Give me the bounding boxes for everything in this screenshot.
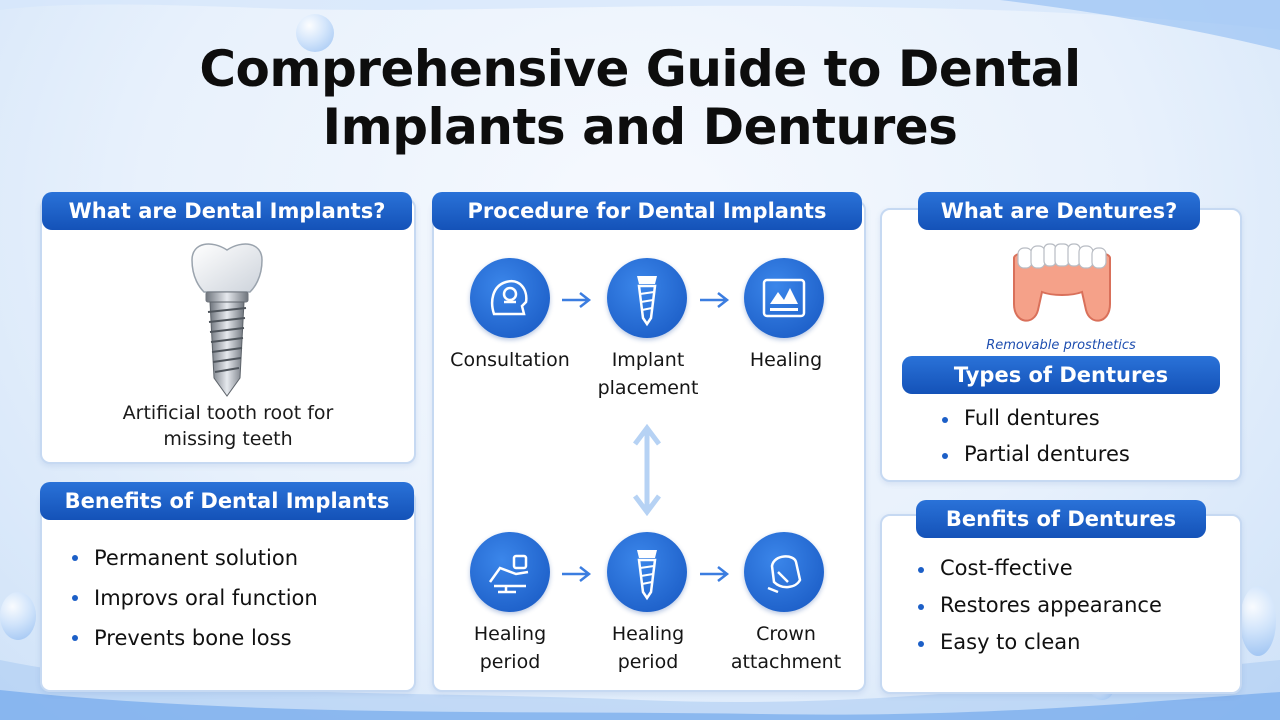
step-label-line-1: Healing: [749, 349, 823, 371]
dental-chair-icon: [470, 532, 550, 612]
implant-caption-line-2: missing teeth: [163, 428, 293, 450]
implant-benefits-card: Permanent solution Improvs oral function…: [40, 490, 416, 692]
denture-benefits-card: Cost-ffective Restores appearance Easy t…: [880, 514, 1242, 694]
denture-types-heading: Types of Dentures: [902, 356, 1220, 394]
step-label-line-1: Implant: [611, 349, 685, 371]
bubble-decoration: [296, 14, 334, 52]
page-title: Comprehensive Guide to Dental Implants a…: [0, 40, 1280, 156]
arrow-right-icon: [700, 566, 730, 582]
implants-card: Artificial tooth root for missing teeth: [40, 198, 416, 464]
dentures-heading: What are Dentures?: [918, 192, 1200, 230]
consultation-icon: [470, 258, 550, 338]
denture-types-list: Full dentures Partial dentures: [938, 400, 1130, 472]
dentures-note: Removable prosthetics: [986, 338, 1136, 353]
list-item: Partial dentures: [938, 436, 1130, 472]
bubble-decoration: [0, 592, 36, 640]
list-item: Improvs oral function: [68, 578, 318, 618]
bottom-wave-decoration: [0, 660, 1280, 720]
implants-heading: What are Dental Implants?: [42, 192, 412, 230]
implant-caption: Artificial tooth root for missing teeth: [62, 400, 394, 452]
xray-icon: [744, 258, 824, 338]
step-label-crown-attachment: Crown attachment: [716, 620, 856, 676]
step-label-line-2: period: [617, 651, 679, 673]
arrow-right-icon: [562, 566, 592, 582]
list-item: Restores appearance: [914, 587, 1162, 624]
denture-benefits-heading: Benfits of Dentures: [916, 500, 1206, 538]
step-label-implant-placement: Implant placement: [578, 346, 718, 402]
step-label-line-1: Consultation: [450, 349, 570, 371]
implant-benefits-heading: Benefits of Dental Implants: [40, 482, 414, 520]
step-label-healing-period: Healing period: [440, 620, 580, 676]
step-label-line-2: period: [479, 651, 541, 673]
step-label-line-1: Crown: [756, 623, 816, 645]
list-item: Easy to clean: [914, 624, 1162, 661]
step-label-line-1: Healing: [611, 623, 685, 645]
denture-illustration: [1013, 243, 1111, 322]
step-label-line-2: placement: [597, 377, 699, 399]
implant-benefits-list: Permanent solution Improvs oral function…: [68, 538, 318, 658]
vertical-double-arrow-icon: [633, 424, 661, 516]
list-item: Prevents bone loss: [68, 618, 318, 658]
bubble-decoration: [1240, 586, 1276, 656]
implant-screw-icon: [607, 532, 687, 612]
arrow-right-icon: [562, 292, 592, 308]
implant-caption-line-1: Artificial tooth root for: [122, 402, 334, 424]
crown-icon: [744, 532, 824, 612]
step-label-line-1: Healing: [473, 623, 547, 645]
top-wave-decoration: [0, 0, 1280, 50]
list-item: Permanent solution: [68, 538, 318, 578]
step-label-consultation: Consultation: [440, 346, 580, 374]
implant-screw-icon: [607, 258, 687, 338]
step-label-healing: Healing: [716, 346, 856, 374]
arrow-right-icon: [700, 292, 730, 308]
title-line-1: Comprehensive Guide to Dental: [199, 40, 1081, 98]
dentures-card: Removable prosthetics Full dentures Part…: [880, 208, 1242, 482]
denture-benefits-list: Cost-ffective Restores appearance Easy t…: [914, 550, 1162, 661]
step-label-healing-period: Healing period: [578, 620, 718, 676]
step-label-line-2: attachment: [730, 651, 842, 673]
title-line-2: Implants and Dentures: [322, 98, 958, 156]
procedure-heading: Procedure for Dental Implants: [432, 192, 862, 230]
list-item: Full dentures: [938, 400, 1130, 436]
dental-implant-illustration: [191, 243, 263, 397]
list-item: Cost-ffective: [914, 550, 1162, 587]
